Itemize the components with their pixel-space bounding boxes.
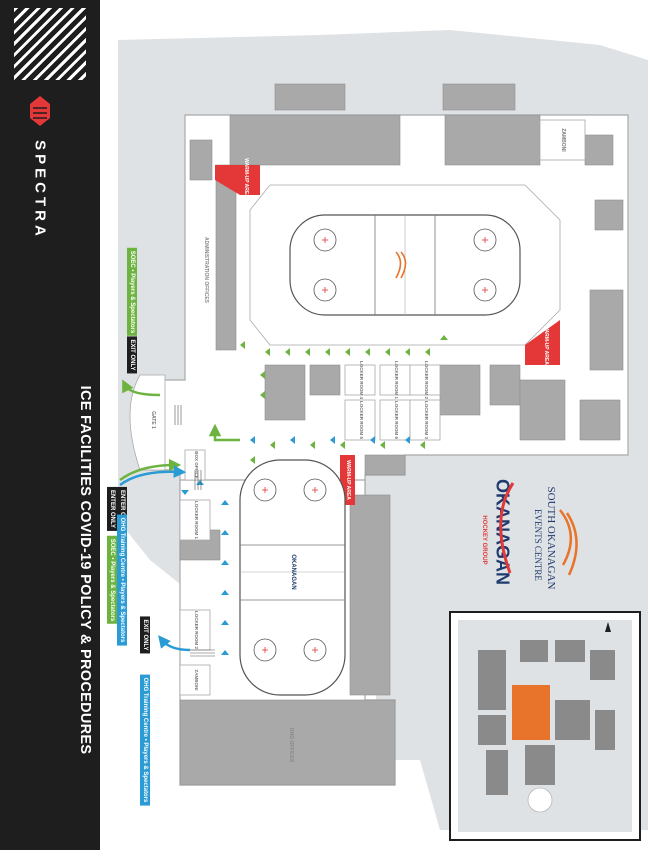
tag-exit-only-1: EXIT ONLY bbox=[127, 336, 137, 374]
locker-rooms-main bbox=[344, 364, 441, 441]
page-title-line2: ICE FACILITIES COVID-19 POLICY & PROCEDU… bbox=[77, 385, 93, 755]
warmup-label-right: WARM-UP AREA bbox=[543, 325, 549, 365]
okanagan-logo-subtitle: HOCKEY GROUP bbox=[481, 515, 487, 565]
okanagan-swoosh-icon bbox=[499, 482, 515, 574]
page-title-line1: SOUTH OKANAGAN EVENTS CENTRE / OHG TRAIN… bbox=[57, 338, 73, 802]
facility-highlight bbox=[512, 685, 550, 740]
locker-room-label: LOCKER ROOM 2 bbox=[194, 611, 199, 649]
zamboni-top-label: ZAMBONI bbox=[560, 128, 566, 152]
inner-arrow-green bbox=[208, 423, 240, 442]
warmup-label-top: WARM-UP AREA bbox=[243, 158, 249, 198]
blue-flow-arrows bbox=[181, 436, 410, 655]
tag-soec-enter: SOEC • Players & Spectators bbox=[107, 535, 117, 625]
gate-entrance bbox=[129, 374, 166, 471]
warmup-area-top bbox=[215, 165, 260, 195]
main-rink bbox=[289, 214, 521, 316]
training-rink: OKANAGAN bbox=[239, 459, 346, 696]
soec-rink-logo-icon bbox=[395, 251, 407, 279]
tag-ohg-enter: OHG Training Centre • Players & Spectato… bbox=[117, 514, 127, 646]
entry-arrow-green bbox=[119, 458, 182, 482]
locker-room-label: LOCKER ROOM 4 bbox=[359, 361, 364, 399]
soec-swoosh-icon bbox=[559, 509, 578, 576]
admin-offices-label: ADMINISTRATION OFFICES bbox=[203, 237, 209, 304]
exit-arrow-green bbox=[122, 379, 161, 397]
tag-exit-only-2: EXIT ONLY bbox=[140, 616, 150, 654]
hatch-pattern-icon bbox=[14, 8, 86, 80]
exit-arrow-blue bbox=[158, 635, 191, 652]
zamboni-bottom-label: ZAMBONI bbox=[194, 670, 199, 691]
soec-logo-line2: EVENTS CENTRE bbox=[533, 509, 543, 581]
gate-label: GATE 1 bbox=[150, 411, 156, 429]
turnstiles bbox=[174, 405, 215, 657]
locker-room-label: LOCKER ROOM 5 bbox=[359, 401, 364, 439]
locker-room-label: LOCKER ROOM 1 bbox=[194, 501, 199, 539]
locker-room-label: LOCKER ROOM 6 bbox=[394, 401, 399, 439]
brand-name: SPECTRA bbox=[31, 140, 49, 240]
entry-arrow-blue bbox=[119, 465, 187, 487]
site-inset-map bbox=[449, 611, 641, 841]
locker-room-label: LOCKER ROOM 3 bbox=[424, 401, 429, 439]
tag-enter-only-2: ENTER ONLY bbox=[107, 486, 117, 532]
box-office-label: BOX OFFICE bbox=[194, 451, 199, 479]
green-flow-arrows bbox=[240, 335, 448, 464]
locker-room-label: LOCKER ROOM 1 bbox=[394, 361, 399, 399]
warmup-label-training: WARM-UP AREA bbox=[345, 460, 351, 500]
ohg-offices-label: OHG OFFICES bbox=[288, 728, 294, 763]
brand-sidebar bbox=[0, 0, 100, 850]
tag-soec-exit: SOEC • Players & Spectators bbox=[127, 247, 137, 337]
warmup-area-right bbox=[525, 320, 560, 365]
locker-room-label: LOCKER ROOM 2 bbox=[424, 361, 429, 399]
north-arrow-icon bbox=[605, 622, 611, 632]
tag-ohg-exit: OHG Training Centre • Players & Spectato… bbox=[140, 674, 150, 806]
rink-okanagan-logo: OKANAGAN bbox=[290, 554, 296, 589]
spectra-logo-icon bbox=[30, 96, 50, 126]
